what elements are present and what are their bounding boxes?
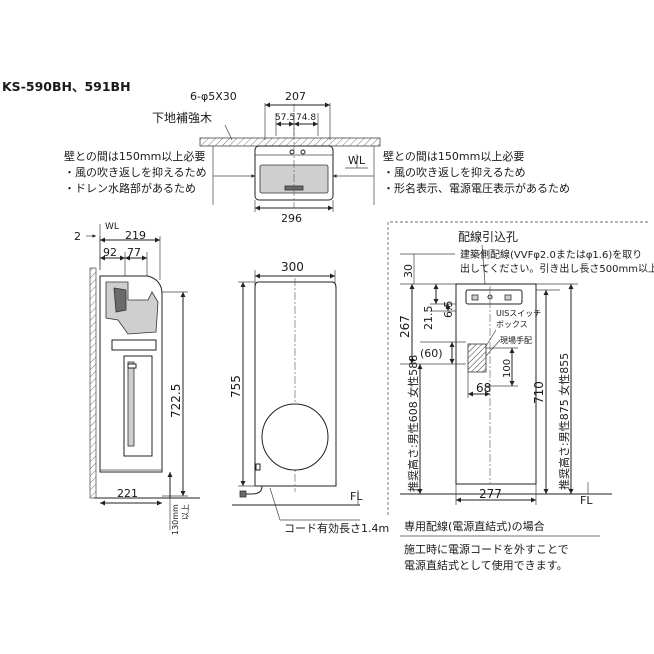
rear-view: 配線引込孔 建築側配線(VVFφ2.0またはφ1.6)を取り 出してください。引… [387, 221, 654, 572]
dim-300-label: 300 [281, 260, 304, 274]
dim-2-label: 2 [74, 230, 81, 243]
note-left-2: ・風の吹き返しを抑えるため [64, 165, 207, 179]
switch-box-label-2: ボックス [496, 320, 528, 329]
model-title: KS-590BH、591BH [2, 79, 131, 94]
wiring-note-1: 建築側配線(VVFφ2.0またはφ1.6)を取り [460, 248, 642, 261]
dim-74-8-label: 74.8 [296, 113, 316, 123]
dim-92-label: 92 [103, 246, 117, 259]
dim-221-label: 221 [117, 487, 138, 500]
rec-height-left-label: 推奨高さ:男性608 女性588 [406, 355, 420, 492]
front-fl-label: FL [350, 490, 363, 503]
wall-hatch [89, 267, 97, 499]
switch-box [467, 343, 487, 373]
reinforcement-label: 下地補強木 [152, 111, 212, 125]
wiring-note-2: 出してください。引き出し長さ500mm以上 [460, 262, 654, 275]
dim-267-label: 267 [398, 315, 412, 338]
note-right-1: 壁との間は150mm以上必要 [383, 149, 524, 163]
note-left-1: 壁との間は150mm以上必要 [64, 149, 205, 163]
holes-label: 6-φ5X30 [190, 90, 237, 103]
dim-57-5-label: 57.5 [275, 113, 295, 123]
dim-219-label: 219 [125, 229, 146, 242]
dim-296-label: 296 [281, 212, 302, 225]
dim-68-label: 68 [476, 381, 491, 395]
clearance-label: 130mm [171, 504, 180, 535]
dim-755-label: 755 [229, 375, 243, 398]
rear-unit-body [455, 283, 537, 485]
dim-277-label: 277 [479, 487, 502, 501]
dedicated-title: 専用配線(電源直結式)の場合 [404, 519, 545, 533]
note-left-3: ・ドレン水路部があるため [64, 181, 196, 195]
dim-77-label: 77 [127, 246, 141, 259]
dedicated-note-1: 施工時に電源コードを外すことで [404, 542, 569, 556]
front-circle-panel [261, 403, 329, 471]
note-right-3: ・形名表示、電源電圧表示があるため [383, 181, 570, 195]
dim-30-label: 30 [402, 264, 415, 278]
dim-60-label: (60) [420, 347, 443, 360]
top-view: 207 6-φ5X30 57.5 74.8 下地補強木 WL 296 壁との間は… [64, 90, 570, 225]
dim-710-label: 710 [532, 381, 546, 404]
front-view: 300 755 コード有効長さ1.4m FL [229, 260, 389, 535]
wiring-hole-label: 配線引込孔 [458, 229, 518, 244]
cord-label: コード有効長さ1.4m [284, 521, 389, 535]
dim-6-5-label: 6.5 [442, 301, 455, 319]
rear-fl-label: FL [580, 494, 593, 507]
switch-box-label-1: UISスイッチ [496, 309, 541, 318]
clearance-sub-label: 以上 [181, 504, 190, 520]
side-wl-label: WL [105, 222, 119, 232]
note-right-2: ・風の吹き返しを抑えるため [383, 165, 526, 179]
ceiling-hatch [199, 137, 381, 147]
dim-100-label: 100 [502, 359, 513, 378]
dim-207-label: 207 [285, 90, 306, 103]
dedicated-note-2: 電源直結式として使用できます。 [404, 558, 568, 572]
dim-21-5-label: 21.5 [422, 306, 435, 331]
site-wiring-label: 現場手配 [500, 335, 532, 345]
rear-dashed-frame [387, 221, 650, 515]
side-view: 2 WL 219 92 77 722.5 221 [74, 222, 200, 535]
dim-722-5-label: 722.5 [169, 384, 183, 418]
rec-height-right-label: 推奨高さ:男性875 女性855 [557, 353, 571, 490]
